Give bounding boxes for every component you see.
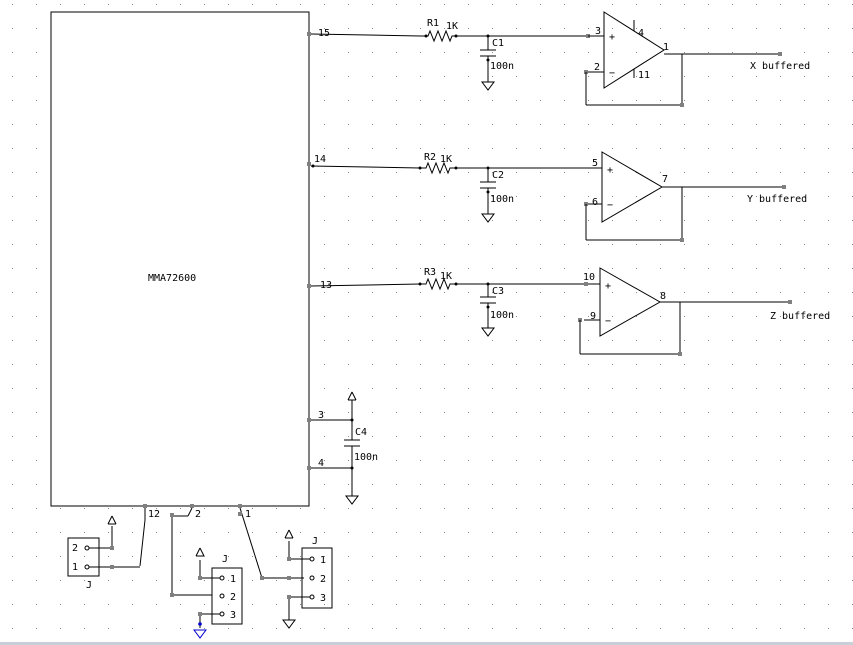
- window-bottom-edge: [0, 642, 853, 645]
- ground-icon: [481, 213, 495, 223]
- output-x-label: X buffered: [750, 61, 810, 72]
- svg-text:1K: 1K: [440, 154, 452, 165]
- svg-text:−: −: [605, 316, 611, 327]
- svg-text:5: 5: [592, 158, 598, 169]
- svg-text:100n: 100n: [354, 452, 378, 463]
- ic-pin-15: 15: [307, 28, 421, 39]
- svg-text:13: 13: [320, 280, 332, 291]
- svg-text:10: 10: [583, 272, 595, 283]
- resistor-r1[interactable]: R1 1K: [420, 18, 490, 43]
- ic-pin-4: 4: [307, 458, 352, 470]
- opamp-y[interactable]: + − 5 6 7: [586, 151, 668, 223]
- node-y-out: [782, 185, 786, 189]
- ic-name: MMA72600: [148, 273, 196, 284]
- svg-text:100n: 100n: [490, 194, 514, 205]
- svg-text:2: 2: [594, 62, 600, 73]
- svg-text:14: 14: [314, 154, 326, 165]
- svg-text:8: 8: [660, 291, 666, 302]
- ic-pin-12: 12: [139, 504, 160, 567]
- capacitor-c3[interactable]: C3 100n: [480, 282, 514, 329]
- svg-text:−: −: [609, 68, 615, 79]
- ic-pin-2: 2: [170, 504, 212, 597]
- svg-text:C1: C1: [492, 38, 504, 49]
- svg-text:2: 2: [230, 592, 236, 603]
- ic-pin-1: 1: [238, 504, 304, 580]
- svg-text:−: −: [607, 200, 613, 211]
- supply-arrow-icon: [284, 529, 294, 539]
- svg-text:C3: C3: [492, 286, 504, 297]
- svg-text:1: 1: [320, 555, 326, 566]
- resistor-r3[interactable]: R3 1K: [418, 267, 491, 291]
- svg-text:R3: R3: [424, 267, 436, 278]
- supply-arrow-icon: [195, 547, 205, 557]
- output-z-label: Z buffered: [770, 311, 830, 322]
- svg-text:4: 4: [638, 28, 644, 39]
- svg-text:C4: C4: [355, 427, 367, 438]
- svg-text:100n: 100n: [490, 61, 514, 72]
- resistor-r2[interactable]: R2 1K: [418, 152, 491, 175]
- svg-text:3: 3: [595, 26, 601, 37]
- svg-text:+: +: [609, 32, 615, 43]
- svg-text:6: 6: [592, 197, 598, 208]
- capacitor-c1[interactable]: C1 100n: [480, 34, 514, 83]
- svg-text:J: J: [222, 554, 228, 565]
- opamp-z[interactable]: + − 10 9 8: [583, 267, 666, 337]
- feedback-x: [584, 54, 684, 107]
- opamp-x[interactable]: + − 3 2 1 4 11: [588, 11, 669, 89]
- svg-text:2: 2: [72, 543, 78, 554]
- svg-text:3: 3: [318, 410, 324, 421]
- svg-text:9: 9: [590, 311, 596, 322]
- svg-text:+: +: [605, 281, 611, 292]
- svg-text:1K: 1K: [446, 21, 458, 32]
- svg-text:C2: C2: [492, 170, 504, 181]
- svg-text:J: J: [86, 580, 92, 591]
- svg-text:1: 1: [72, 562, 78, 573]
- svg-text:2: 2: [320, 574, 326, 585]
- ground-icon: [193, 622, 207, 639]
- ic-pin-14: 14: [307, 154, 421, 169]
- svg-text:15: 15: [318, 28, 330, 39]
- svg-text:7: 7: [662, 174, 668, 185]
- capacitor-c2[interactable]: C2 100n: [480, 166, 514, 215]
- svg-text:3: 3: [320, 593, 326, 604]
- capacitor-c4[interactable]: C4 100n: [344, 418, 378, 497]
- svg-text:1: 1: [245, 509, 251, 520]
- svg-text:3: 3: [230, 610, 236, 621]
- feedback-z: [578, 302, 682, 356]
- output-y-label: Y buffered: [747, 194, 807, 205]
- ground-icon: [481, 81, 495, 91]
- svg-text:11: 11: [638, 70, 650, 81]
- ic-body[interactable]: [50, 11, 310, 507]
- svg-text:1: 1: [230, 574, 236, 585]
- ic-pin-13: 13: [307, 280, 421, 291]
- node-z: [584, 282, 588, 286]
- svg-text:1: 1: [663, 42, 669, 53]
- node-x-out: [778, 52, 782, 56]
- svg-text:100n: 100n: [490, 310, 514, 321]
- ground-icon: [345, 495, 359, 505]
- connector-j1[interactable]: 2 1 J: [67, 526, 140, 591]
- ground-icon: [282, 619, 296, 629]
- node-z-out: [788, 300, 792, 304]
- svg-text:R1: R1: [427, 18, 439, 29]
- ic-pin-3: 3: [307, 410, 352, 422]
- supply-arrow-icon: [347, 391, 357, 420]
- svg-text:+: +: [607, 165, 613, 176]
- connector-j3[interactable]: 1 2 3 J: [287, 536, 333, 620]
- svg-text:1K: 1K: [440, 271, 452, 282]
- svg-text:2: 2: [195, 509, 201, 520]
- connector-j2[interactable]: 1 2 3 J: [198, 554, 243, 628]
- ground-icon: [481, 327, 495, 337]
- svg-text:R2: R2: [424, 152, 436, 163]
- svg-text:4: 4: [318, 458, 324, 469]
- supply-arrow-icon: [107, 515, 117, 525]
- svg-text:12: 12: [148, 509, 160, 520]
- svg-text:J: J: [312, 536, 318, 547]
- feedback-y: [584, 187, 684, 242]
